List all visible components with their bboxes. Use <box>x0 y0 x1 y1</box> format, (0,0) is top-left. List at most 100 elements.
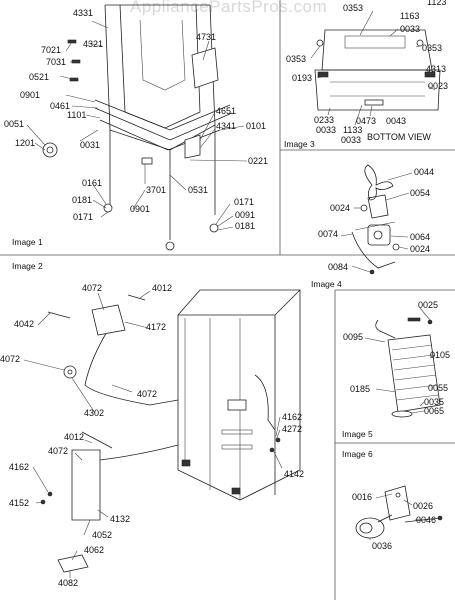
control-4172 <box>227 399 247 411</box>
label-0193: 0193 <box>292 73 312 83</box>
label-0026: 0026 <box>413 501 433 511</box>
caption-image5: Image 5 <box>342 429 373 439</box>
image3-leaders <box>310 10 436 126</box>
label-0091: 0091 <box>235 210 255 220</box>
label-0461: 0461 <box>50 101 70 111</box>
label-0101: 0101 <box>246 121 266 131</box>
image1-cabinet-frame <box>42 4 233 251</box>
label-4132: 4132 <box>110 514 130 524</box>
plate-4132 <box>71 449 101 521</box>
caption-image3: Image 3 <box>284 139 315 149</box>
caption-bottom-view: BOTTOM VIEW <box>367 132 431 142</box>
label-4731: 4731 <box>196 32 216 42</box>
hinge-3701 <box>141 157 153 165</box>
label-0233: 0233 <box>314 115 334 125</box>
label-0036: 0036 <box>372 541 392 551</box>
image2-labels: 4072 4012 4042 4172 4072 4302 4072 4162 … <box>0 261 304 588</box>
label-0901a: 0901 <box>20 90 40 100</box>
image1-labels: 4331 4321 7021 7031 0521 0901 0461 1101 … <box>4 8 268 247</box>
fan-blade-0044 <box>364 164 394 201</box>
label-4012a: 4012 <box>152 283 172 293</box>
label-0105: 0105 <box>430 350 450 360</box>
label-0033b: 0033 <box>316 125 336 135</box>
label-4313: 4313 <box>426 64 446 74</box>
label-0051: 0051 <box>4 119 24 129</box>
image4-fan-motor <box>351 164 400 275</box>
bracket-4072-top <box>91 304 126 336</box>
label-0521: 0521 <box>29 72 49 82</box>
label-1101: 1101 <box>67 110 86 120</box>
label-0023: 0023 <box>428 81 448 91</box>
label-0473: 0473 <box>356 116 376 126</box>
label-0046: 0046 <box>416 515 436 525</box>
bracket-0026 <box>384 485 411 521</box>
image6-damper <box>355 485 443 539</box>
label-4651: 4651 <box>216 106 236 116</box>
label-1163: 1163 <box>400 11 419 21</box>
drain-tube-0473 <box>364 99 384 106</box>
label-0181a: 0181 <box>72 195 92 205</box>
evaporator-coil <box>387 334 441 413</box>
label-0033c: 0033 <box>341 135 361 145</box>
label-4172: 4172 <box>146 322 166 332</box>
label-0095: 0095 <box>343 332 363 342</box>
caption-image2: Image 2 <box>12 261 43 271</box>
label-0055: 0055 <box>428 383 448 393</box>
label-0074: 0074 <box>318 229 338 239</box>
label-7031: 7031 <box>46 57 66 67</box>
label-3701: 3701 <box>146 185 166 195</box>
label-0016: 0016 <box>352 492 372 502</box>
label-0531: 0531 <box>188 185 208 195</box>
label-4162b: 4162 <box>9 462 29 472</box>
image5-leaders <box>364 307 436 414</box>
label-0065: 0065 <box>424 406 444 416</box>
heater-0185 <box>391 410 413 418</box>
label-0901b: 0901 <box>130 204 150 214</box>
label-1201: 1201 <box>15 138 35 148</box>
label-0054: 0054 <box>410 188 430 198</box>
image4-leaders <box>340 172 413 273</box>
image5-evaporator <box>375 317 441 418</box>
image2-leaders <box>23 290 283 578</box>
label-0044: 0044 <box>414 167 434 177</box>
image3-labels: 0353 1123 1163 0033 0353 0353 0193 4313 … <box>284 0 448 149</box>
label-4042: 4042 <box>14 319 34 329</box>
image6-leaders <box>369 493 421 540</box>
label-4072b: 4072 <box>0 354 20 364</box>
label-4152: 4152 <box>9 498 29 508</box>
label-4012b: 4012 <box>64 432 84 442</box>
grommet-0024b <box>392 243 400 251</box>
image1-leaders <box>26 20 248 231</box>
label-4082: 4082 <box>58 578 78 588</box>
label-0025: 0025 <box>418 300 438 310</box>
label-4302: 4302 <box>84 408 104 418</box>
label-4331: 4331 <box>73 8 93 18</box>
label-4072d: 4072 <box>48 446 68 456</box>
label-4052: 4052 <box>92 530 112 540</box>
label-0171a: 0171 <box>73 212 93 222</box>
label-4072c: 4072 <box>137 389 157 399</box>
label-0064: 0064 <box>410 232 430 242</box>
caster-0181 <box>165 241 175 251</box>
panel-4731 <box>191 47 219 89</box>
label-4072a: 4072 <box>82 283 102 293</box>
grommet-0024a <box>360 204 368 212</box>
label-0221: 0221 <box>248 156 268 166</box>
label-4272: 4272 <box>282 424 302 434</box>
image5-labels: 0025 0095 0105 0185 0055 0035 0065 Image… <box>342 300 450 439</box>
label-4321: 4321 <box>83 39 103 49</box>
label-0024b: 0024 <box>410 244 430 254</box>
image6-labels: 0016 0026 0046 0036 Image 6 <box>342 449 436 551</box>
label-0353b: 0353 <box>286 54 306 64</box>
caption-image1: Image 1 <box>12 237 43 247</box>
label-4162a: 4162 <box>282 412 302 422</box>
label-4142: 4142 <box>284 469 304 479</box>
label-4341: 4341 <box>216 121 236 131</box>
label-0171b: 0171 <box>234 197 254 207</box>
label-7021: 7021 <box>41 45 61 55</box>
image2-parts <box>40 294 281 573</box>
label-0353a: 0353 <box>343 3 363 13</box>
caster-0171 <box>209 223 219 233</box>
